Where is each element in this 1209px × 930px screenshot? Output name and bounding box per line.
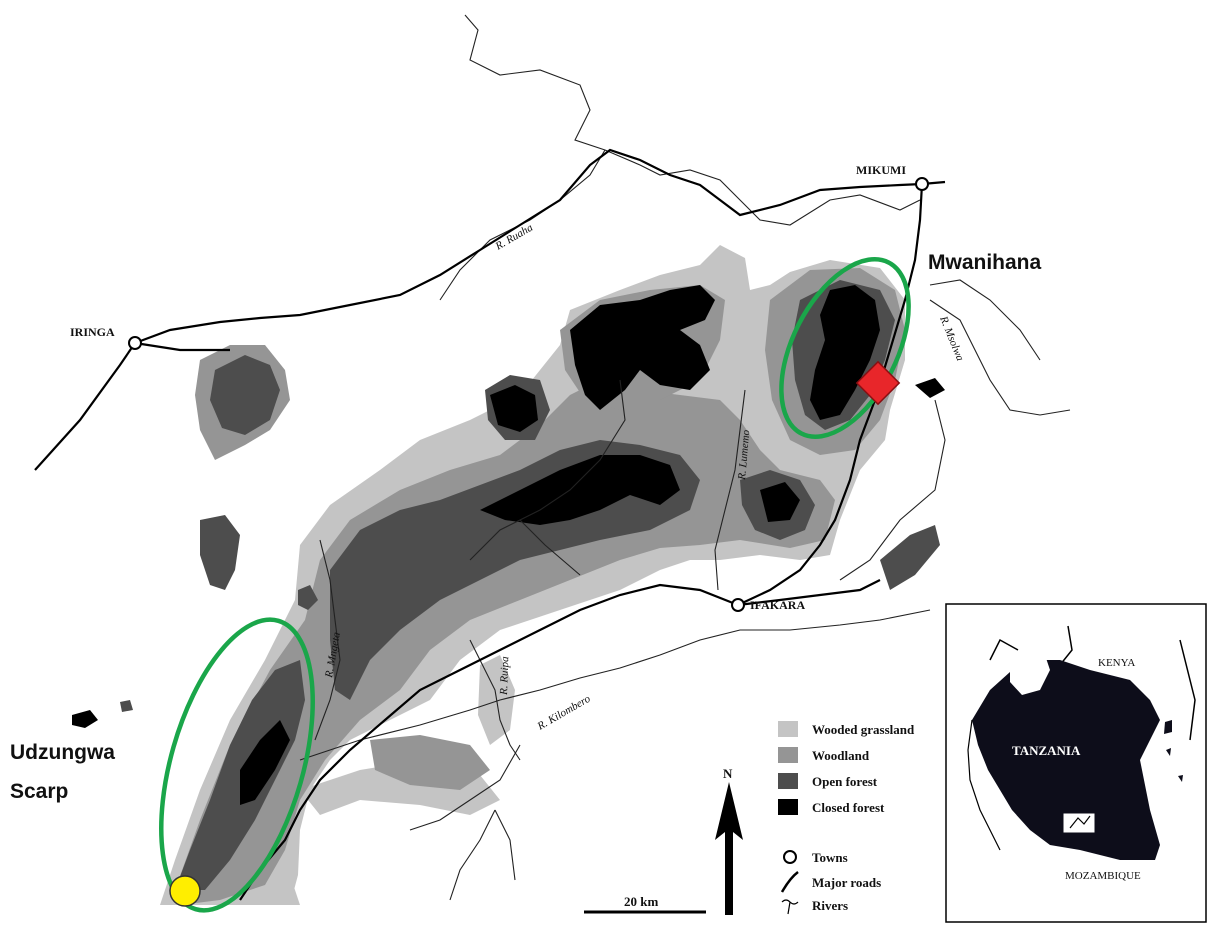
road-mikumi-ifakara xyxy=(737,183,924,606)
udzungwa-scarp-ellipse xyxy=(159,617,315,913)
inset-label-tanzania: TANZANIA xyxy=(1012,743,1081,758)
woodland-south xyxy=(370,735,490,790)
town-marker-ifakara xyxy=(731,598,745,612)
road-ifakara-west xyxy=(239,583,739,901)
scale-bar: 20 km xyxy=(584,894,706,914)
legend-swatch-woodland xyxy=(778,747,798,763)
udzungwa-circle-marker xyxy=(169,875,201,907)
river-kilombero xyxy=(299,609,931,761)
scale-bar-label: 20 km xyxy=(624,894,658,909)
legend-label-woodland: Woodland xyxy=(812,748,870,763)
river-ruaha xyxy=(464,14,921,226)
mwanihana-ellipse xyxy=(779,257,911,439)
legend: Wooded grassland Woodland Open forest Cl… xyxy=(778,721,915,915)
inset-map: KENYA TANZANIA MOZAMBIQUE xyxy=(945,603,1207,923)
legend-label-towns: Towns xyxy=(812,850,848,865)
vegetation-layer xyxy=(72,245,945,905)
legend-label-major-roads: Major roads xyxy=(812,875,881,890)
town-marker-iringa xyxy=(128,336,142,350)
site-label-udzungwa: Udzungwa xyxy=(10,741,115,764)
site-label-mwanihana: Mwanihana xyxy=(928,251,1042,274)
inset-study-area-box xyxy=(1063,813,1095,833)
legend-river-icon xyxy=(781,899,799,915)
inset-border-lines xyxy=(989,625,1196,741)
closed-forest-scarp-core xyxy=(240,720,290,805)
legend-swatch-wooded-grassland xyxy=(778,721,798,737)
open-forest-ne-strip xyxy=(880,525,940,590)
inset-lake-tanganyika xyxy=(967,719,1001,851)
road-ifakara-east xyxy=(737,579,881,607)
inset-label-kenya: KENYA xyxy=(1098,657,1135,669)
inset-coast-islands xyxy=(1164,720,1183,782)
rivers-layer xyxy=(299,14,1071,901)
legend-road-icon xyxy=(780,871,799,893)
river-label-lumemo: R. Lumemo xyxy=(736,429,752,481)
legend-label-open-forest: Open forest xyxy=(812,774,878,789)
town-label-mikumi: MIKUMI xyxy=(856,163,906,177)
river-label-ruipa: R. Ruipa xyxy=(498,656,511,696)
river-ruipa xyxy=(469,639,521,761)
mwanihana-diamond-marker xyxy=(855,360,901,406)
site-highlights: Mwanihana Udzungwa Scarp xyxy=(10,251,1042,913)
legend-swatch-closed-forest xyxy=(778,799,798,815)
closed-forest-north xyxy=(570,285,715,410)
closed-forest-isolated-west xyxy=(72,710,98,728)
open-forest-west xyxy=(200,515,240,590)
towns-layer: MIKUMI IRINGA IFAKARA xyxy=(70,163,929,612)
town-marker-mikumi xyxy=(915,177,929,191)
river-msolwa xyxy=(929,299,1071,416)
legend-label-wooded-grassland: Wooded grassland xyxy=(812,722,915,737)
river-road-branch xyxy=(519,519,581,576)
legend-town-icon xyxy=(783,850,797,864)
town-label-iringa: IRINGA xyxy=(70,325,115,339)
road-iringa-south xyxy=(134,341,230,352)
inset-tanzania-shape xyxy=(972,660,1160,860)
closed-forest-east-patch xyxy=(760,482,800,522)
river-ifakara-east xyxy=(839,399,946,581)
open-forest-isolated-2 xyxy=(120,700,133,712)
river-label-kilombero: R. Kilombero xyxy=(535,693,593,734)
roads-layer xyxy=(34,148,946,901)
river-south-2 xyxy=(449,809,496,901)
river-south-3 xyxy=(494,809,516,881)
town-label-ifakara: IFAKARA xyxy=(750,598,805,612)
inset-study-area-icon xyxy=(1069,815,1091,829)
road-iringa-mikumi xyxy=(34,148,946,471)
north-arrow: N xyxy=(715,766,743,915)
closed-forest-central xyxy=(480,455,680,525)
legend-label-closed-forest: Closed forest xyxy=(812,800,885,815)
river-south-1 xyxy=(409,744,521,831)
north-arrow-label: N xyxy=(723,766,733,781)
legend-swatch-open-forest xyxy=(778,773,798,789)
closed-forest-small-ne xyxy=(915,378,945,398)
inset-lake-victoria xyxy=(1010,648,1050,695)
open-forest-iringa xyxy=(210,355,280,435)
inset-label-mozambique: MOZAMBIQUE xyxy=(1065,870,1141,882)
river-central xyxy=(469,379,626,561)
open-forest-isolated-1 xyxy=(298,585,318,610)
river-mngeta xyxy=(314,539,341,741)
legend-label-rivers: Rivers xyxy=(812,898,848,913)
site-label-scarp: Scarp xyxy=(10,780,68,803)
closed-forest-mwanihana xyxy=(810,285,880,420)
closed-forest-block2 xyxy=(490,385,538,432)
river-lumemo xyxy=(714,389,746,591)
river-label-msolwa: R. Msolwa xyxy=(937,314,966,364)
river-east-branch xyxy=(929,279,1041,361)
north-arrow-icon xyxy=(715,782,743,915)
